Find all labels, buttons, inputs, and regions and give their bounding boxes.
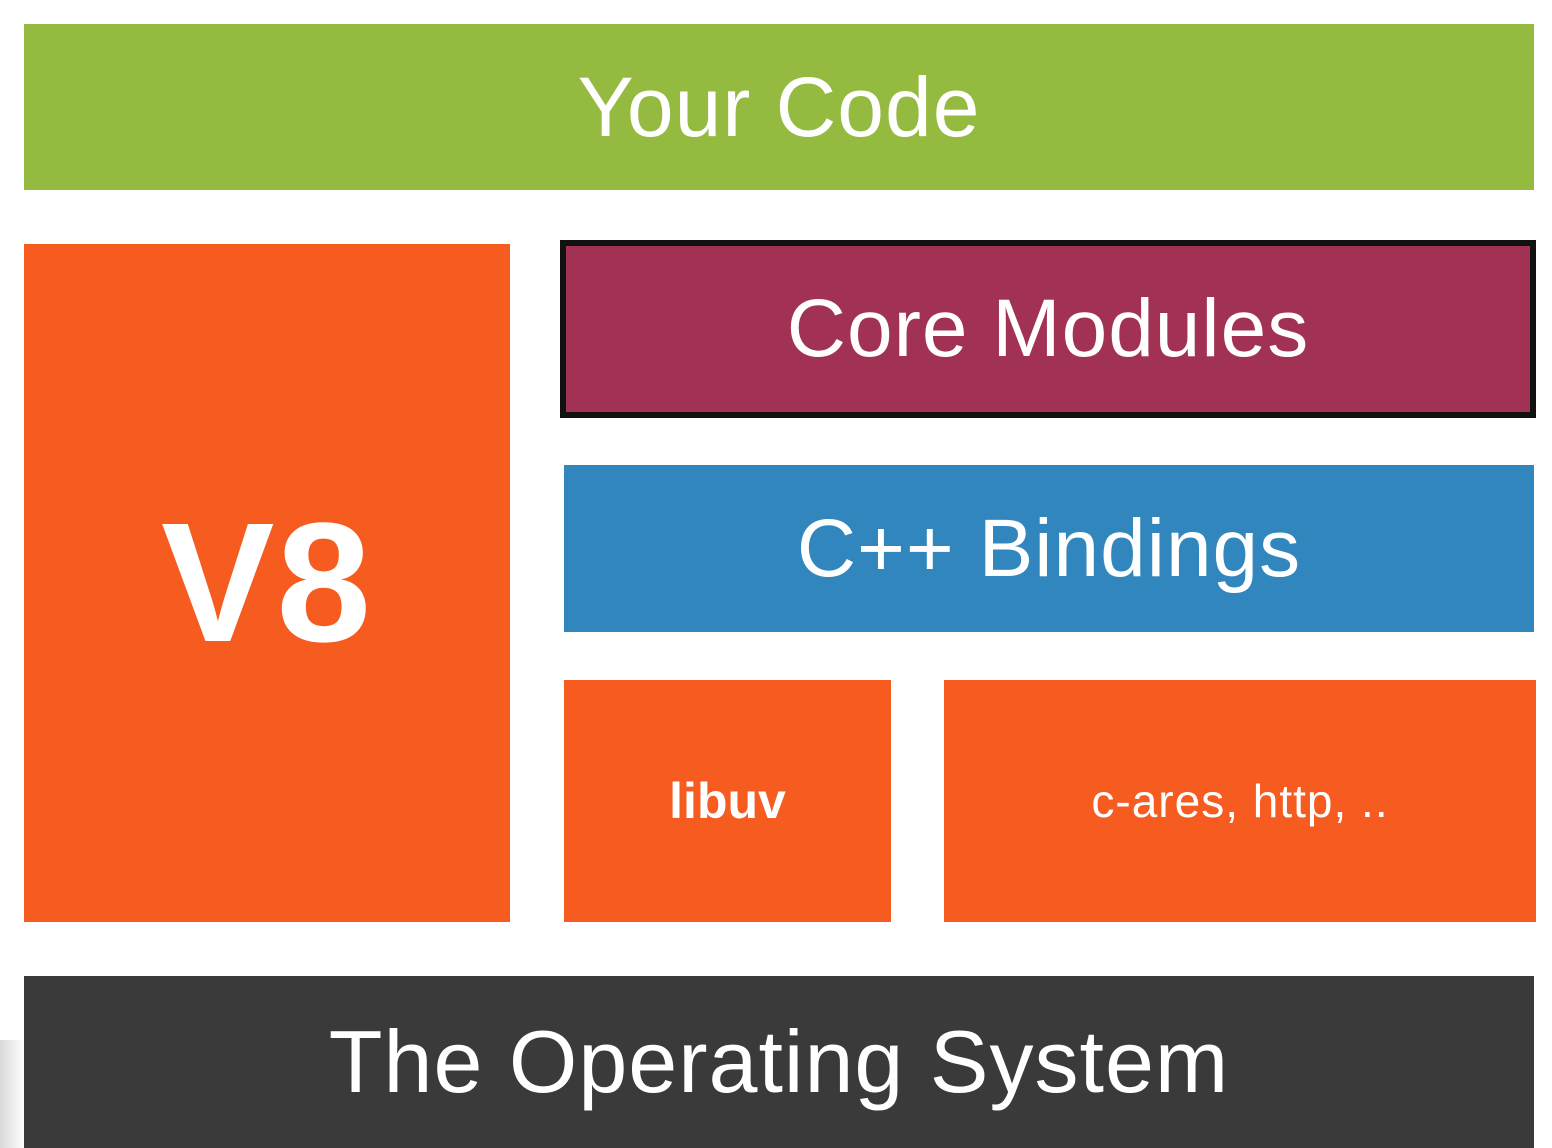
other-libraries-layer: c-ares, http, ..: [944, 680, 1536, 922]
core-modules-label: Core Modules: [786, 283, 1310, 374]
edge-shadow: [0, 1040, 24, 1148]
other-libraries-label: c-ares, http, ..: [1091, 775, 1389, 827]
your-code-label: Your Code: [577, 60, 981, 154]
libuv-layer: libuv: [564, 680, 891, 922]
v8-label: V8: [161, 488, 373, 678]
core-modules-layer: Core Modules: [560, 240, 1536, 418]
libuv-label: libuv: [669, 773, 786, 829]
operating-system-layer: The Operating System: [24, 976, 1534, 1148]
cpp-bindings-label: C++ Bindings: [796, 502, 1302, 594]
your-code-layer: Your Code: [24, 24, 1534, 190]
cpp-bindings-layer: C++ Bindings: [564, 465, 1534, 632]
v8-layer: V8: [24, 244, 510, 922]
operating-system-label: The Operating System: [328, 1012, 1230, 1111]
